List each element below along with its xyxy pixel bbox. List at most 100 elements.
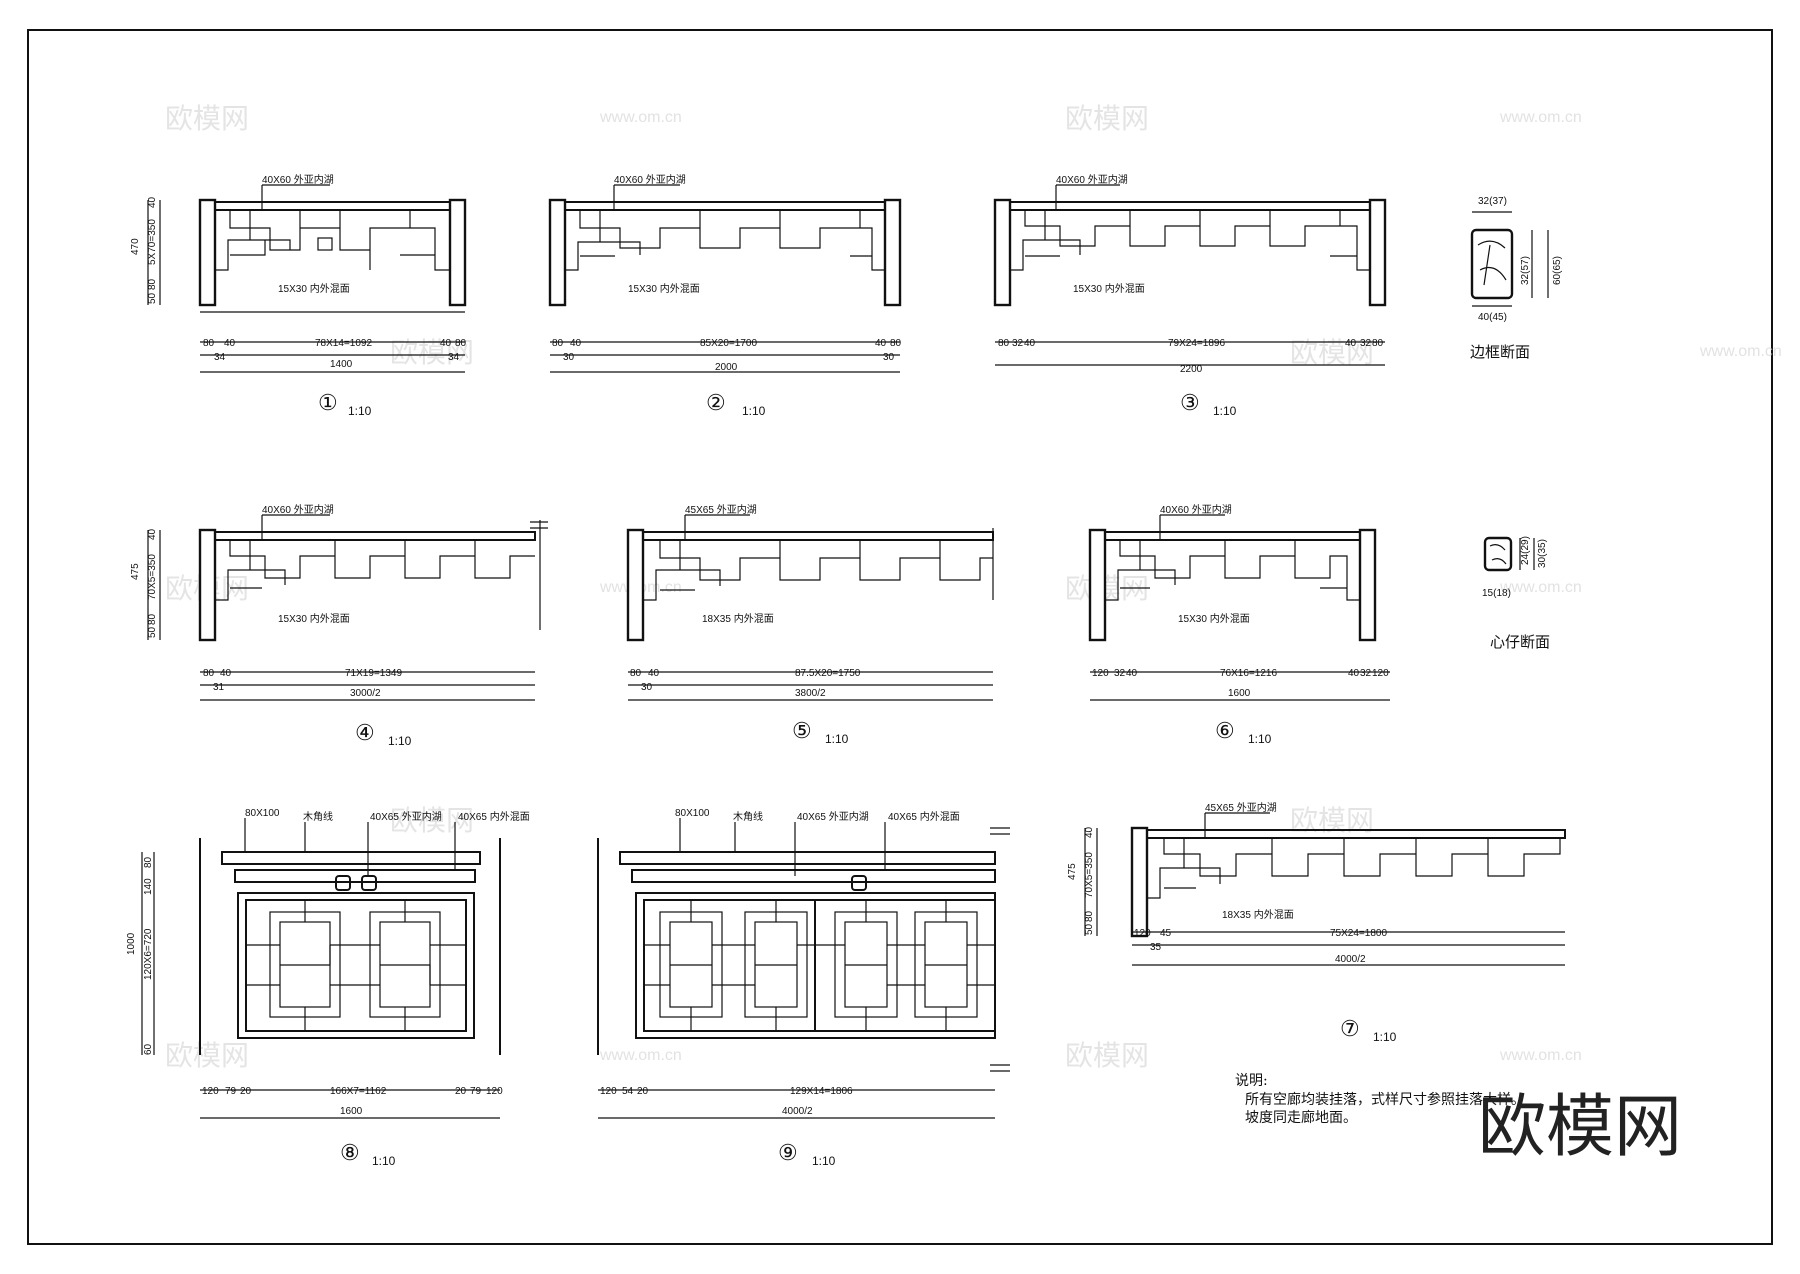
svg-text:78X14=1092: 78X14=1092	[315, 338, 372, 349]
svg-text:120: 120	[1092, 668, 1109, 679]
svg-text:79X24=1896: 79X24=1896	[1168, 338, 1225, 349]
svg-text:45X65 外亚内湖: 45X65 外亚内湖	[685, 503, 757, 516]
svg-text:87.5X20=1750: 87.5X20=1750	[795, 668, 861, 679]
svg-text:80X100: 80X100	[245, 808, 280, 819]
svg-text:4000/2: 4000/2	[1335, 954, 1366, 965]
svg-text:1600: 1600	[1228, 688, 1251, 699]
svg-text:32(37): 32(37)	[1478, 196, 1507, 207]
svg-text:80: 80	[890, 338, 902, 349]
lattice-1	[214, 210, 450, 271]
svg-text:2200: 2200	[1180, 364, 1203, 375]
svg-text:40: 40	[224, 338, 236, 349]
sheet-border	[27, 29, 1773, 1245]
svg-text:60: 60	[143, 1043, 154, 1055]
detail-2: 80 40 85X20=1700 40 80 30 30 2000 40X60 …	[548, 173, 902, 418]
svg-text:70X5=350: 70X5=350	[1084, 852, 1095, 898]
svg-text:140: 140	[143, 878, 154, 895]
svg-text:15X30 内外混面: 15X30 内外混面	[278, 612, 350, 625]
svg-text:www.om.cn: www.om.cn	[1699, 343, 1782, 360]
svg-text:www.om.cn: www.om.cn	[1499, 579, 1582, 596]
svg-text:欧模网: 欧模网	[165, 1039, 249, 1072]
svg-text:欧模网: 欧模网	[1065, 102, 1149, 135]
svg-text:40X60 外亚内湖: 40X60 外亚内湖	[1160, 503, 1232, 516]
svg-text:40: 40	[1084, 826, 1095, 838]
svg-text:129X14=1806: 129X14=1806	[790, 1086, 853, 1097]
svg-text:40X60 外亚内湖: 40X60 外亚内湖	[1056, 173, 1128, 186]
svg-text:20: 20	[637, 1086, 649, 1097]
svg-text:18X35 内外混面: 18X35 内外混面	[702, 612, 774, 625]
svg-text:40X60 外亚内湖: 40X60 外亚内湖	[262, 503, 334, 516]
svg-text:80: 80	[455, 338, 467, 349]
svg-text:40: 40	[1348, 668, 1360, 679]
svg-text:34: 34	[448, 352, 460, 363]
svg-text:④: ④	[355, 720, 375, 745]
svg-text:欧模网: 欧模网	[1065, 1039, 1149, 1072]
svg-text:80: 80	[552, 338, 564, 349]
detail-1: 80 40 78X14=1092 40 80 34 34 1400 470 5X…	[130, 173, 467, 418]
svg-text:1:10: 1:10	[348, 404, 372, 418]
svg-text:40: 40	[1024, 338, 1036, 349]
svg-text:470: 470	[130, 238, 141, 255]
svg-text:80: 80	[203, 668, 215, 679]
svg-text:120: 120	[1134, 928, 1151, 939]
svg-text:40X65 外亚内湖: 40X65 外亚内湖	[797, 810, 869, 823]
svg-text:40: 40	[1126, 668, 1138, 679]
svg-text:70X5=350: 70X5=350	[147, 554, 158, 600]
svg-text:32: 32	[1012, 338, 1024, 349]
svg-text:欧模网: 欧模网	[390, 804, 474, 837]
svg-text:40X65 内外混面: 40X65 内外混面	[888, 810, 960, 823]
svg-text:1600: 1600	[340, 1106, 363, 1117]
svg-text:15(18): 15(18)	[1482, 588, 1511, 599]
svg-text:31: 31	[213, 682, 225, 693]
svg-text:2000: 2000	[715, 362, 738, 373]
detail-9: 120 54 20 129X14=1806 4000/2 80X100 木角线 …	[597, 808, 1010, 1168]
svg-text:80: 80	[203, 338, 215, 349]
lattice-4	[214, 540, 535, 601]
detail-6: 120 32 40 76X16=1216 40 32 120 1600 40X6…	[1088, 503, 1390, 746]
svg-text:80: 80	[147, 278, 158, 290]
lattice-3	[1009, 210, 1370, 271]
svg-text:30(35): 30(35)	[1537, 539, 1548, 568]
svg-text:30: 30	[563, 352, 575, 363]
svg-text:79: 79	[225, 1086, 237, 1097]
lattice-5	[642, 540, 993, 601]
svg-text:32: 32	[1360, 668, 1372, 679]
svg-text:40: 40	[440, 338, 452, 349]
svg-text:80: 80	[630, 668, 642, 679]
svg-text:②: ②	[706, 390, 726, 415]
svg-text:1:10: 1:10	[812, 1154, 836, 1168]
svg-text:1000: 1000	[126, 932, 137, 955]
lattice-6	[1104, 540, 1360, 601]
svg-text:木角线: 木角线	[733, 810, 763, 823]
svg-text:20: 20	[455, 1086, 467, 1097]
lattice-7	[1146, 838, 1561, 899]
svg-text:欧模网: 欧模网	[1290, 804, 1374, 837]
svg-text:15X30 内外混面: 15X30 内外混面	[1178, 612, 1250, 625]
svg-text:45: 45	[1160, 928, 1172, 939]
svg-text:50: 50	[147, 626, 158, 638]
svg-text:www.om.cn: www.om.cn	[599, 1047, 682, 1064]
svg-text:34: 34	[214, 352, 226, 363]
svg-text:1:10: 1:10	[388, 734, 412, 748]
svg-text:40X65 内外混面: 40X65 内外混面	[458, 810, 530, 823]
svg-text:50: 50	[147, 292, 158, 304]
svg-text:1:10: 1:10	[372, 1154, 396, 1168]
svg-text:120: 120	[600, 1086, 617, 1097]
svg-text:坡度同走廊地面。: 坡度同走廊地面。	[1245, 1109, 1357, 1126]
svg-text:32: 32	[1114, 668, 1126, 679]
svg-text:1400: 1400	[330, 359, 353, 370]
svg-text:⑥: ⑥	[1215, 718, 1235, 743]
svg-text:4000/2: 4000/2	[782, 1106, 813, 1117]
svg-text:40: 40	[570, 338, 582, 349]
svg-text:③: ③	[1180, 390, 1200, 415]
svg-text:79: 79	[470, 1086, 482, 1097]
frame-section: 32(37) 32(57) 60(65) 40(45) 边框断面	[1470, 196, 1563, 361]
lattice-8	[246, 900, 466, 1031]
svg-text:80X100: 80X100	[675, 808, 710, 819]
svg-text:15X30 内外混面: 15X30 内外混面	[278, 282, 350, 295]
svg-text:www.om.cn: www.om.cn	[1499, 1047, 1582, 1064]
svg-text:18X35 内外混面: 18X35 内外混面	[1222, 908, 1294, 921]
detail-7: 120 45 75X24=1800 35 4000/2 475 70X5=350…	[1067, 801, 1566, 1044]
svg-text:1:10: 1:10	[1248, 732, 1272, 746]
